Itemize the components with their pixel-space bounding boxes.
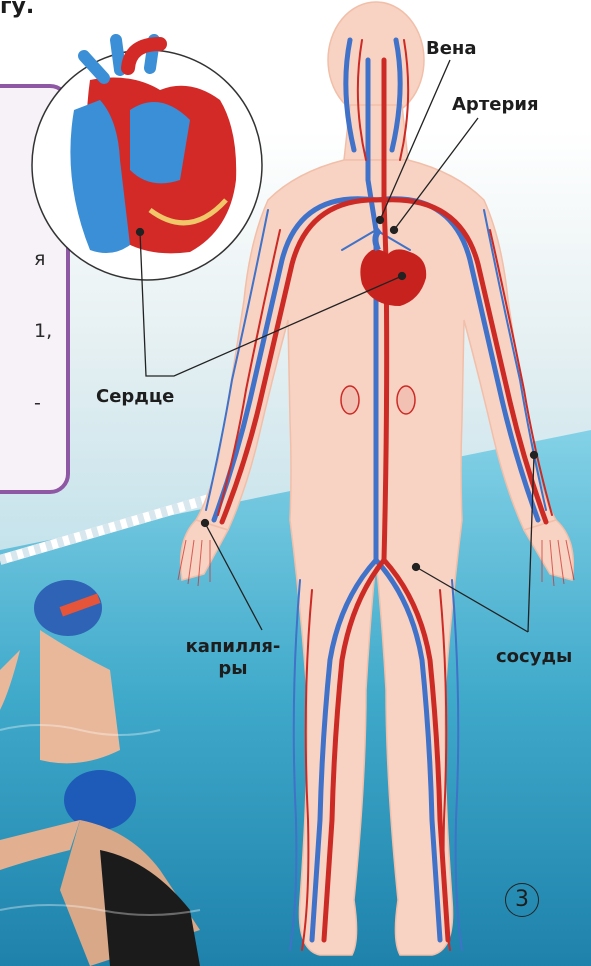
label-capillaries-line1: капилля- xyxy=(178,636,288,658)
label-capillaries: капилля- ры xyxy=(178,636,288,680)
arteries xyxy=(222,60,546,940)
label-vein: Вена xyxy=(426,38,477,60)
label-capillaries-line2: ры xyxy=(178,658,288,680)
label-vessels: сосуды xyxy=(496,646,572,668)
heart-magnified-circle xyxy=(32,40,262,280)
page-number-circle: 3 xyxy=(505,883,539,917)
label-heart: Сердце xyxy=(96,386,174,408)
label-artery: Артерия xyxy=(452,94,539,116)
